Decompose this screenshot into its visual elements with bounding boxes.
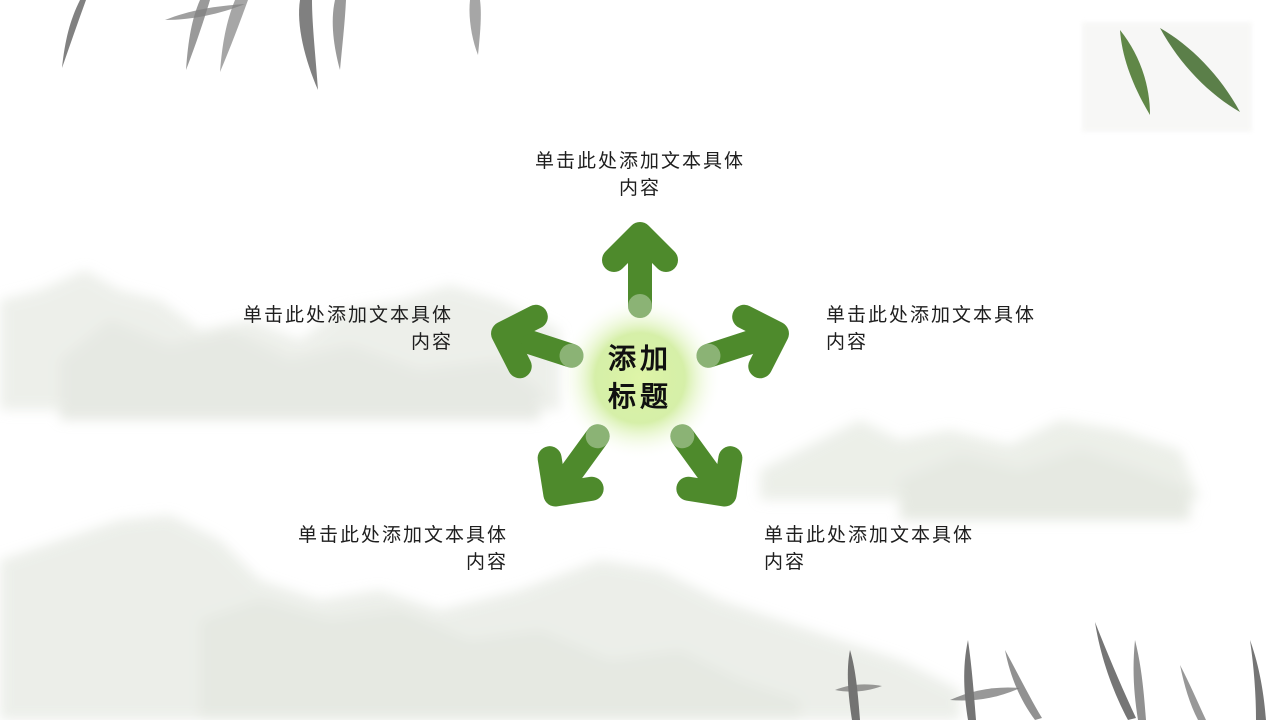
bamboo-leaves-bottom-right-icon [835, 622, 1266, 720]
mountain-bottom [0, 515, 960, 720]
arrow-right-icon [696, 304, 789, 379]
bamboo-leaves-top-left-icon [62, 0, 481, 90]
bamboo-leaves-top-right-icon [1082, 22, 1252, 132]
arrow-top-icon [602, 222, 678, 318]
text-bottom-left[interactable]: 单击此处添加文本具体 内容 [297, 524, 508, 573]
arrow-left-icon [491, 304, 584, 379]
center-glow [558, 296, 722, 460]
text-right[interactable]: 单击此处添加文本具体 内容 [826, 304, 1037, 353]
arrow-bottom-left-icon [537, 424, 610, 507]
text-bottom-right[interactable]: 单击此处添加文本具体 内容 [764, 524, 975, 573]
arrow-bottom-right-icon [670, 424, 743, 507]
mountain-left-mid [0, 270, 560, 420]
center-title[interactable]: 添加 标题 [607, 342, 672, 413]
mountain-right-mid [760, 420, 1200, 520]
text-top[interactable]: 单击此处添加文本具体 内容 [534, 150, 745, 199]
text-left[interactable]: 单击此处添加文本具体 内容 [242, 304, 453, 353]
